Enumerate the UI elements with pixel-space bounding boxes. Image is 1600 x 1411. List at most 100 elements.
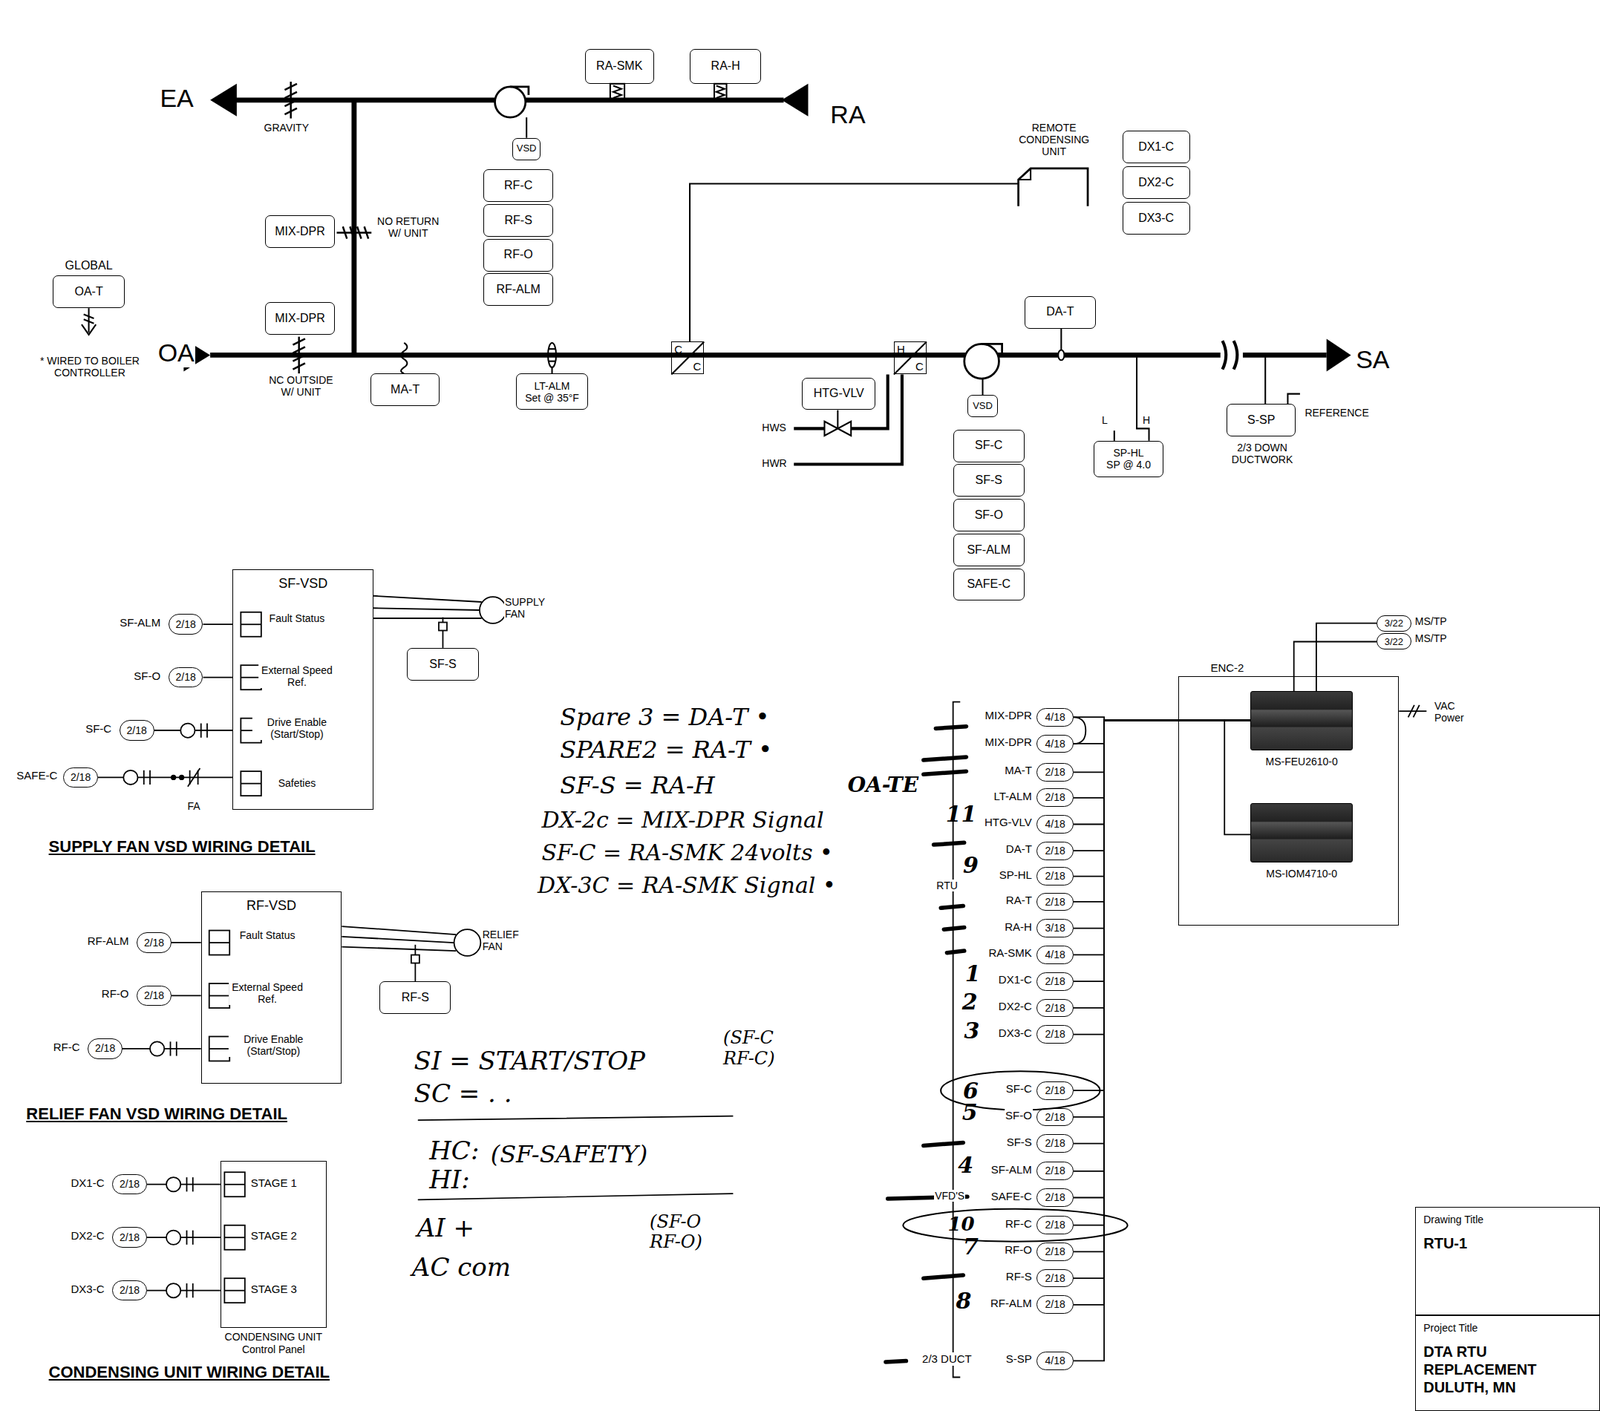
label: REFERENCE (1303, 406, 1370, 419)
label: SF-S (1006, 1135, 1033, 1149)
handwritten-note: Spare 3 = DA-T • (559, 703, 770, 732)
wire (1073, 720, 1252, 1144)
controller-wiring (1412, 705, 1419, 718)
vsd-wiring (209, 1048, 230, 1050)
hot-water-piping (836, 410, 839, 430)
wire-tag: 2/18 (63, 767, 99, 788)
label: RA (829, 100, 866, 130)
duct-break (1233, 340, 1238, 370)
duct (351, 100, 357, 356)
wire-tag: 2/18 (1036, 1108, 1073, 1128)
wire-tag: 2/18 (1036, 763, 1073, 782)
node-text: 2/18 (1044, 792, 1065, 804)
label: STAGE 2 (250, 1229, 298, 1243)
node-text: SF-S (429, 657, 456, 672)
instrument-box: SF-O (953, 498, 1025, 532)
pen-marks (902, 1209, 1128, 1243)
label: EA (158, 83, 194, 113)
wire-tag: 2/18 (112, 1280, 148, 1301)
wire (1073, 720, 1252, 1252)
label: Drive Enable (Start/Stop) (228, 1033, 318, 1058)
node-text: 2/18 (1044, 766, 1065, 779)
wire (1073, 720, 1252, 1198)
vsd-wiring (442, 630, 444, 648)
handwritten-note: SI = START/STOP (413, 1046, 646, 1076)
pen-marks (418, 1193, 733, 1200)
damper-symbol (343, 226, 347, 239)
node-text: 2/18 (1044, 845, 1065, 857)
drive-box: SF-VSD (232, 569, 374, 811)
wire-tag: 3/18 (1036, 919, 1073, 938)
vsd-wiring (166, 1230, 181, 1246)
sensor-symbol (81, 324, 96, 335)
label: RA-H (1003, 920, 1033, 934)
fan-symbol (964, 343, 1000, 379)
instrument-box: RF-ALM (483, 273, 553, 306)
sensor-symbol (1287, 394, 1300, 405)
handwritten-note: HC: (428, 1136, 480, 1166)
sensor-symbol (81, 83, 1301, 442)
flow-arrow (183, 338, 211, 372)
node-text: RF-VSD (246, 898, 297, 914)
damper-symbol (284, 108, 297, 115)
label: SAFE-C (990, 1190, 1033, 1203)
sensor-symbol (83, 314, 95, 318)
instrument-box: VSD (512, 138, 541, 161)
vsd-wiring (209, 931, 230, 956)
instrument-box: DX2-C (1122, 166, 1191, 199)
sensor-symbol (714, 83, 727, 101)
controller-module: MS-FEU2610-0 (1250, 691, 1353, 751)
handwritten-note: 11 (945, 801, 978, 828)
label: RF-S (1005, 1270, 1033, 1283)
node-text: OA-T (74, 285, 103, 299)
label: SF-ALM (990, 1163, 1033, 1177)
instrument-box: MA-T (370, 373, 440, 407)
label: RA-T (1005, 893, 1033, 907)
node-text: 2/18 (1044, 1299, 1065, 1311)
handwritten-note: (SF-O RF-O) (648, 1212, 722, 1254)
node-text: 2/18 (175, 619, 197, 631)
sensor-symbol (1264, 357, 1266, 404)
sensor-symbol (1136, 357, 1149, 442)
wire (98, 776, 233, 779)
refrigerant-and-coils (1018, 168, 1031, 180)
damper-symbol (284, 100, 297, 107)
vsd-wiring (180, 723, 195, 739)
control-panel: CONDENSING UNIT Control Panel (220, 1161, 327, 1329)
label: DX3-C (997, 1026, 1033, 1040)
controller-wiring (1398, 710, 1427, 713)
wire-tag: 3/22 (1376, 615, 1412, 632)
vsd-wiring (240, 771, 261, 796)
instrument-box: RF-O (483, 239, 553, 272)
node-text: 2/18 (144, 990, 165, 1002)
wire-tag: 2/18 (112, 1227, 148, 1248)
pen-marks (923, 757, 967, 761)
instrument-box: RF-S (483, 204, 553, 237)
label: DX2-C (70, 1229, 106, 1243)
flow-arrow (183, 83, 1351, 372)
instrument-box: MIX-DPR (265, 302, 335, 335)
node-text: 2/18 (1044, 1112, 1065, 1124)
handwritten-note: (SF-C RF-C) (722, 1028, 798, 1070)
sensor-symbol (547, 348, 557, 350)
label: DX3-C (70, 1282, 106, 1296)
vsd-wiring (414, 945, 416, 956)
flow-arrow (210, 83, 237, 117)
sensor-symbol (716, 86, 725, 99)
refrigerant-and-coils (671, 342, 704, 375)
wire (1316, 623, 1377, 692)
node-text: VSD (972, 400, 993, 413)
node-text: SAFE-C (966, 577, 1011, 591)
vsd-wiring (341, 936, 454, 943)
label: MS/TP (1414, 615, 1448, 628)
node-text: RF-O (504, 247, 534, 262)
coil-symbol: HC (893, 341, 927, 375)
vsd-wiring (414, 963, 416, 983)
handwritten-note: 2 (961, 989, 979, 1016)
node-text: 2/18 (175, 671, 197, 684)
damper-symbol (292, 338, 305, 345)
instrument-box: SF-S (406, 648, 479, 681)
label: SF-C (84, 722, 113, 736)
label: * WIRED TO BOILER CONTROLLER (25, 354, 155, 379)
wire (1073, 720, 1252, 877)
